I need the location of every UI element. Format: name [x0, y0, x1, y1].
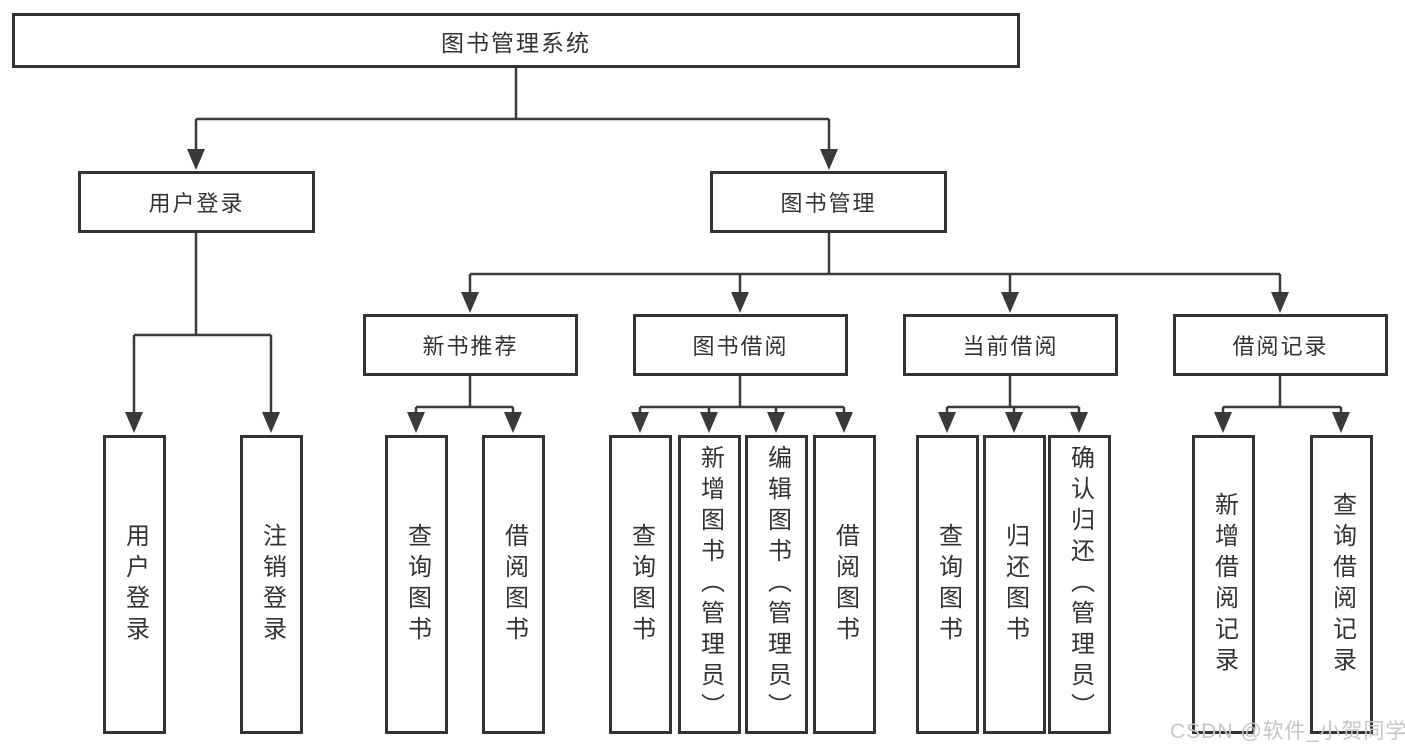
leaf-return-books: 归还图书 — [983, 435, 1046, 734]
leaf-label: 查询图书 — [934, 522, 962, 647]
node-book-management: 图书管理 — [710, 171, 947, 233]
node-new-book-recommend: 新书推荐 — [363, 314, 578, 376]
node-current-borrow: 当前借阅 — [903, 314, 1118, 376]
arrowhead-icon — [1005, 412, 1023, 433]
leaf-label: 注销登录 — [258, 522, 286, 647]
arrowhead-icon — [631, 412, 649, 433]
edge-root-to-level2 — [187, 68, 838, 170]
leaf-label: 查询图书 — [403, 522, 431, 647]
arrowhead-icon — [938, 412, 956, 433]
node-label: 借阅记录 — [1232, 334, 1329, 359]
edge-new-book-recommend-children — [407, 376, 522, 433]
node-book-borrow: 图书借阅 — [633, 314, 848, 376]
leaf-label: 确认归还（管理员） — [1066, 445, 1094, 724]
leaf-borrow-books-recommend: 借阅图书 — [482, 435, 545, 734]
arrowhead-icon — [1070, 412, 1088, 433]
arrowhead-icon — [1214, 412, 1232, 433]
node-label: 新书推荐 — [422, 334, 519, 359]
leaf-query-books-borrow: 查询图书 — [609, 435, 672, 734]
edge-user-login-children — [125, 233, 280, 433]
leaf-add-borrow-record: 新增借阅记录 — [1192, 435, 1255, 734]
node-label: 图书借阅 — [692, 334, 789, 359]
leaf-label: 查询借阅记录 — [1328, 491, 1356, 678]
node-label: 图书管理系统 — [441, 29, 591, 56]
leaf-label: 编辑图书（管理员） — [763, 445, 791, 724]
arrowhead-icon — [1271, 292, 1289, 313]
arrowhead-icon — [504, 412, 522, 433]
leaf-label: 借阅图书 — [831, 522, 859, 647]
leaf-label: 用户登录 — [121, 522, 149, 647]
edge-borrow-records-children — [1214, 376, 1350, 433]
leaf-add-books-admin: 新增图书（管理员） — [678, 435, 741, 734]
csdn-watermark: CSDN @软件_小贺同学 — [1170, 720, 1405, 743]
leaf-label: 新增图书（管理员） — [696, 445, 724, 724]
leaf-logout: 注销登录 — [240, 435, 303, 734]
arrowhead-icon — [1332, 412, 1350, 433]
node-root-system: 图书管理系统 — [12, 13, 1020, 68]
leaf-borrow-books: 借阅图书 — [813, 435, 876, 734]
leaf-label: 新增借阅记录 — [1210, 491, 1238, 678]
arrowhead-icon — [820, 149, 838, 170]
leaf-query-books-current: 查询图书 — [916, 435, 979, 734]
leaf-query-borrow-record: 查询借阅记录 — [1310, 435, 1373, 734]
edge-book-management-children — [461, 233, 1289, 313]
arrowhead-icon — [125, 412, 143, 433]
arrowhead-icon — [461, 292, 479, 313]
leaf-label: 归还图书 — [1001, 522, 1029, 647]
leaf-label: 查询图书 — [627, 522, 655, 647]
arrowhead-icon — [731, 292, 749, 313]
node-label: 用户登录 — [148, 191, 245, 216]
leaf-user-login: 用户登录 — [103, 435, 166, 734]
leaf-label: 借阅图书 — [500, 522, 528, 647]
node-label: 图书管理 — [780, 191, 877, 216]
arrowhead-icon — [700, 412, 718, 433]
node-borrow-records: 借阅记录 — [1173, 314, 1388, 376]
arrowhead-icon — [187, 149, 205, 170]
arrowhead-icon — [835, 412, 853, 433]
edge-book-borrow-children — [631, 376, 853, 433]
arrowhead-icon — [407, 412, 425, 433]
node-user-login: 用户登录 — [78, 171, 315, 233]
arrowhead-icon — [1001, 292, 1019, 313]
edge-current-borrow-children — [938, 376, 1088, 433]
leaf-edit-books-admin: 编辑图书（管理员） — [745, 435, 808, 734]
leaf-query-books-recommend: 查询图书 — [385, 435, 448, 734]
arrowhead-icon — [767, 412, 785, 433]
arrowhead-icon — [262, 412, 280, 433]
leaf-confirm-return-admin: 确认归还（管理员） — [1048, 435, 1111, 734]
node-label: 当前借阅 — [962, 334, 1059, 359]
